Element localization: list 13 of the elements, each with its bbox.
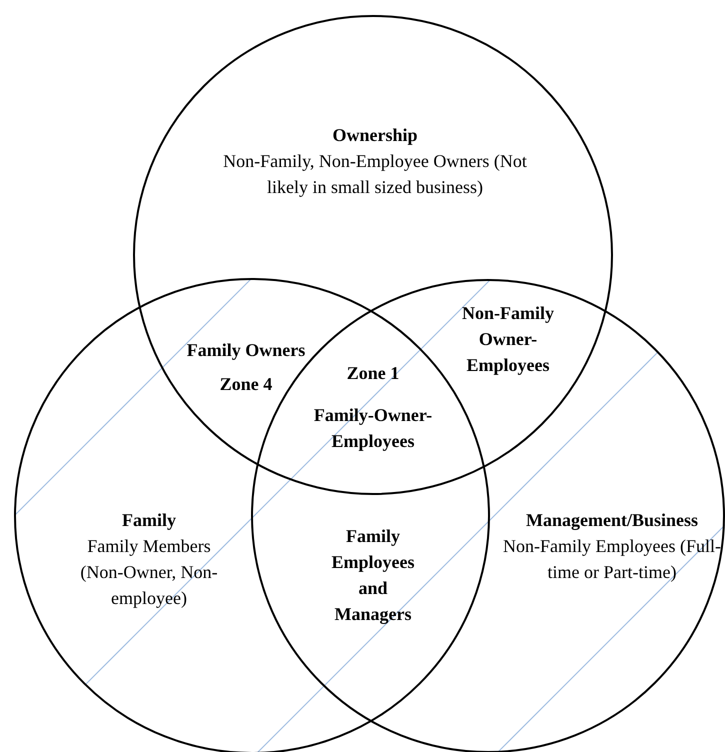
overlap-label: Non-Family Owner-Employees (461, 302, 555, 377)
circle-description: Non-Family Employees (Full-time or Part-time) (502, 535, 722, 584)
overlap-label: Family Owners (186, 339, 306, 362)
circle-description: Family Members (Non-Owner, Non-employee) (79, 535, 219, 610)
circle-description: Non-Family, Non-Employee Owners (Not likely in small sized business) (222, 150, 528, 199)
overlap-label: Family-Owner-Employees (312, 404, 434, 453)
overlap-label: Family Employees and Managers (330, 525, 416, 626)
venn-circle (133, 15, 613, 495)
circle-heading: Family (122, 509, 176, 532)
overlap-label: Zone 4 (218, 373, 274, 396)
circle-heading: Management/Business (526, 509, 698, 532)
overlap-label: Zone 1 (346, 362, 400, 385)
circle-heading: Ownership (332, 124, 418, 147)
